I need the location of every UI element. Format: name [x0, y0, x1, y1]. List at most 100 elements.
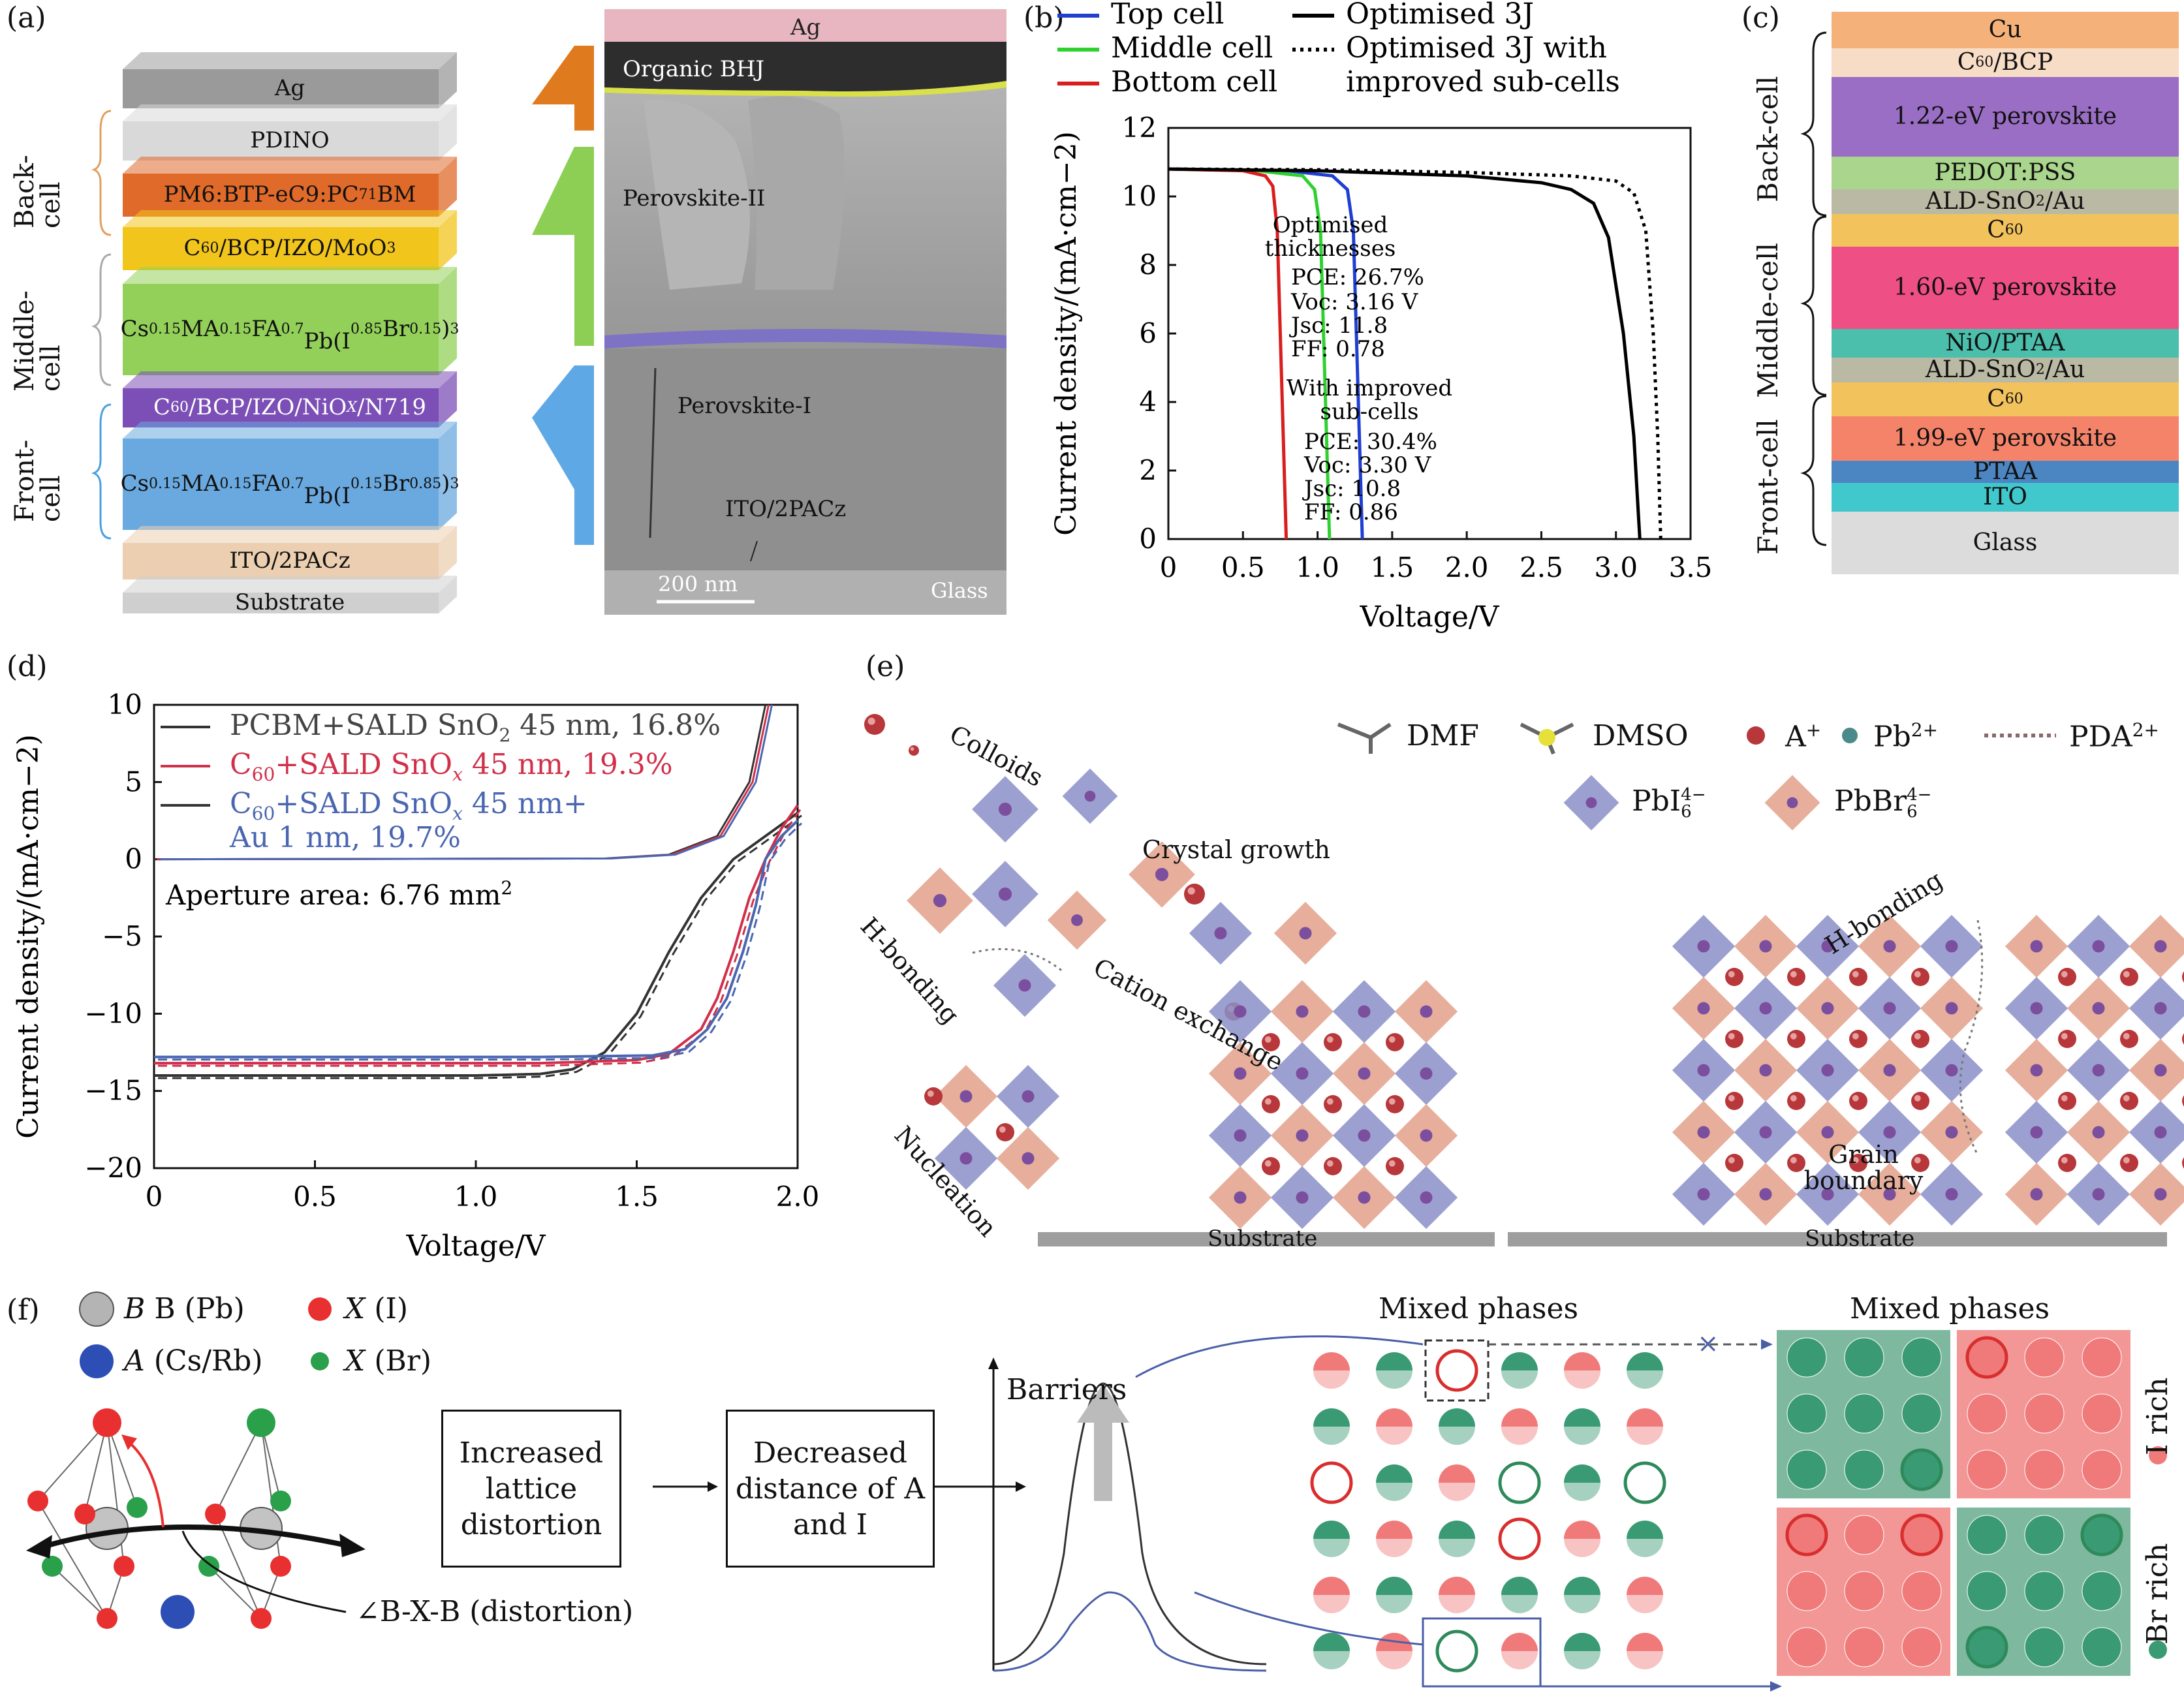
phase-ball-222	[1901, 1627, 1942, 1667]
bxb-bond-arrow	[42, 1524, 353, 1549]
lattice-left-ball-30	[1725, 1154, 1743, 1172]
phase-ball-001	[1844, 1337, 1884, 1378]
lattice-right-ball-20	[2058, 1092, 2076, 1110]
lattice-right-oct-30-center	[2030, 1126, 2043, 1139]
annot1-line3: Voc: 3.16 V	[1290, 289, 1419, 315]
cluster-oct-01-center	[1296, 1005, 1309, 1018]
layer-front-face	[123, 388, 439, 427]
lattice-right-ball-22	[2182, 1095, 2184, 1107]
layer-ito: ITO/2PACz	[229, 548, 351, 574]
cluster-oct-13-center	[1420, 1067, 1433, 1080]
sem-label-ito: ITO/2PACz	[725, 496, 847, 522]
mixed-cell-51-shade	[1376, 1651, 1412, 1669]
mixed-cell-55-shade	[1627, 1651, 1663, 1669]
annot2-line1: sub-cells	[1320, 399, 1419, 425]
mixed-cell-45-shade	[1627, 1595, 1663, 1613]
phase-ball-111	[2024, 1393, 2065, 1434]
lattice-right-ball-30-hl	[2061, 1156, 2068, 1164]
panel-a-arrows	[532, 46, 594, 545]
phase-ball-020	[1786, 1449, 1827, 1490]
cluster-ball-12	[1386, 1095, 1404, 1113]
bracket-label-back-c: Back-cell	[1752, 76, 1784, 202]
layer-c-6: 1.60-eV perovskite	[1832, 247, 2179, 329]
sem-label-glass: Glass	[931, 578, 988, 603]
mixed-cell-32-shade	[1439, 1539, 1475, 1557]
legend-label-d-2: C60+SALD SnOx 45 nm+	[230, 787, 587, 824]
lattice-left-ball-12	[1849, 1030, 1867, 1048]
layer-top-face	[123, 526, 457, 543]
cluster-oct-12-center	[1358, 1067, 1371, 1080]
colloid-ball-2	[1184, 884, 1205, 905]
layer-top-face	[123, 371, 457, 388]
legend-x-br: X (Br)	[345, 1344, 432, 1378]
barrier-to-grid-arrow-top	[1135, 1335, 1424, 1378]
mixed-cell-52	[1435, 1630, 1478, 1673]
angle-label: ∠B-X-B (distortion)	[356, 1595, 634, 1628]
x-site-1	[247, 1408, 275, 1437]
mixed-cell-13-shade	[1501, 1427, 1538, 1445]
cluster-ball-10-hl	[1264, 1098, 1271, 1105]
legend-x-br-ball	[311, 1352, 329, 1370]
layer-top-face	[123, 157, 457, 174]
lattice-left-oct-22-center	[1821, 1064, 1834, 1077]
phase-ball-210	[1786, 1571, 1827, 1611]
lattice-left-oct-34-center	[1945, 1126, 1958, 1139]
panel-c-brackets	[1800, 31, 1827, 546]
legend-label-d-1: C60+SALD SnOx 45 nm, 19.3%	[230, 748, 673, 785]
phase-ball-011	[1844, 1393, 1884, 1434]
legend-label-d-2b: Au 1 nm, 19.7%	[229, 821, 461, 854]
cluster-ball-11	[1324, 1095, 1342, 1113]
octa-edge-10	[208, 1566, 262, 1619]
lattice-right-oct-12-center	[2154, 1002, 2167, 1015]
layer-c-7: NiO/PTAA	[1832, 329, 2179, 358]
colloid-oct-2-center	[1084, 790, 1096, 802]
lattice-right-ball-10-hl	[2061, 1032, 2068, 1040]
phase-ring-2	[1900, 1448, 1943, 1491]
y-tick-label-d: 0	[125, 843, 142, 875]
x-site-2	[27, 1491, 48, 1511]
h-bond-dashes	[1959, 920, 1984, 1156]
x-tick-label-d: 2.0	[776, 1181, 820, 1213]
layer-top-face	[123, 267, 457, 284]
phase-ball-301	[2024, 1515, 2065, 1555]
y-tick-label-d: −15	[84, 1075, 142, 1107]
layer-side-face	[439, 576, 457, 613]
phase-ball-102	[2082, 1337, 2122, 1378]
annot2-line3: Voc: 3.30 V	[1303, 452, 1432, 478]
halide-segregation-schematic: ×	[26, 1292, 2167, 1692]
legend-a-ball	[80, 1344, 114, 1378]
phase-ball-300	[1967, 1515, 2007, 1555]
lattice-right-ball-11	[2120, 1030, 2138, 1048]
x-tick-label-d: 1.0	[454, 1181, 498, 1213]
cluster-oct-30-center	[1234, 1191, 1247, 1204]
y-tick-label-d: −5	[102, 920, 142, 952]
lattice-left-ball-23-hl	[1914, 1094, 1921, 1102]
cluster-oct-22-center	[1358, 1129, 1371, 1142]
label-grain-boundary: Grain boundary	[1803, 1140, 1924, 1195]
substrate-bar-left	[1038, 1232, 1495, 1246]
mixed-cell-23	[1498, 1461, 1541, 1504]
colloid-oct-5-center	[998, 887, 1012, 901]
octa-edge-1	[84, 1422, 108, 1515]
cluster-oct-33-center	[1420, 1191, 1433, 1204]
layer-substrate: Substrate	[234, 589, 345, 616]
mixed-cell-15-shade	[1627, 1427, 1663, 1445]
legend-dmso: DMSO	[1593, 719, 1689, 752]
x-tick-label-d: 0.5	[293, 1181, 337, 1213]
legend-label-4-b: improved sub-cells	[1346, 65, 1620, 99]
lattice-left-oct-41-center	[1759, 1188, 1772, 1201]
x-migration-arrow-head	[121, 1434, 137, 1450]
series-line-d-1	[154, 804, 799, 1065]
phase-ball-221	[1844, 1627, 1884, 1667]
legend-label-1: Middle cell	[1111, 31, 1273, 65]
i-rich-glyph	[2149, 1446, 2167, 1464]
x-site-11	[97, 1608, 117, 1629]
lattice-left-ball-21	[1787, 1092, 1805, 1110]
